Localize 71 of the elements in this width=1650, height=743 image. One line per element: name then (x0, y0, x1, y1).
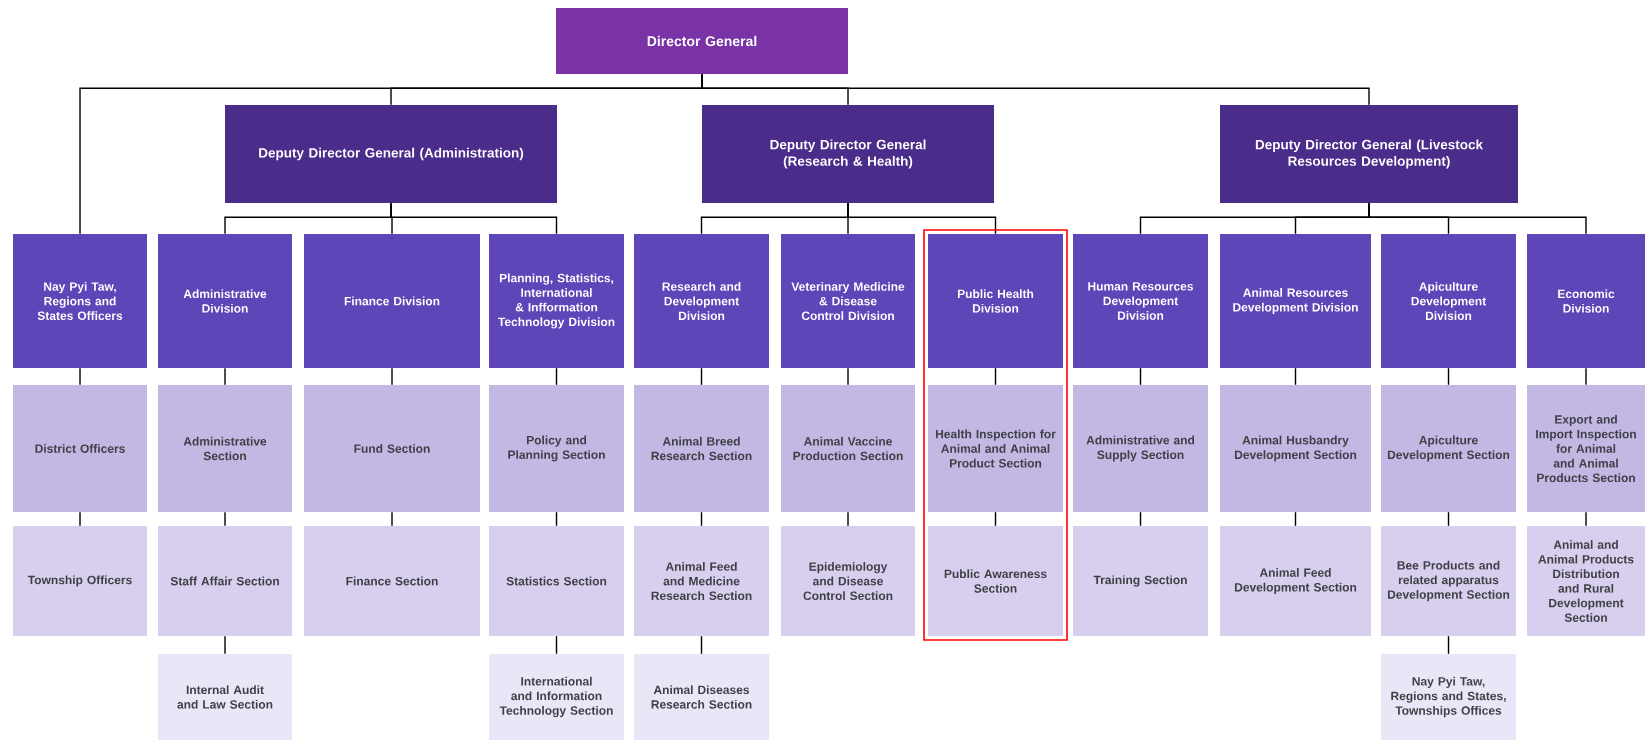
connector-line (79, 511, 81, 527)
connector-line (994, 511, 997, 527)
section-box: Animal Husbandry Development Section (1220, 385, 1371, 512)
section-box: Fund Section (304, 385, 480, 512)
section-box: Epidemiology and Disease Control Section (781, 526, 915, 636)
division-box: Economic Division (1527, 234, 1645, 368)
connector-line (847, 202, 997, 235)
section-box: Statistics Section (489, 526, 624, 636)
section-box: Animal and Animal Products Distribution and Rural Development Section (1527, 526, 1645, 636)
connector-line (79, 367, 81, 386)
connector-line (1294, 511, 1297, 527)
section-box: Apiculture Development Section (1381, 385, 1516, 512)
section-box: District Officers (13, 385, 147, 512)
section-box: Finance Section (304, 526, 480, 636)
connector-line (847, 367, 849, 386)
connector-line (1294, 367, 1297, 386)
section-box: Animal Feed Development Section (1220, 526, 1371, 636)
connector-line (1139, 367, 1142, 386)
connector-line (390, 202, 558, 235)
section-box: Training Section (1073, 526, 1208, 636)
deputy-box: Deputy Director General (Research & Health) (702, 105, 994, 203)
connector-line (701, 73, 1370, 106)
connector-line (1139, 511, 1142, 527)
connector-line (224, 511, 226, 527)
section-box: Public Awareness Section (928, 526, 1063, 636)
division-box: Apiculture Development Division (1381, 234, 1516, 368)
connector-line (847, 511, 849, 527)
section-box: Administrative and Supply Section (1073, 385, 1208, 512)
section-box: Animal Breed Research Section (634, 385, 769, 512)
deputy-box: Deputy Director General (Administration) (225, 105, 557, 203)
section-box: Staff Affair Section (158, 526, 292, 636)
connector-line (391, 367, 393, 386)
connector-line (1447, 635, 1450, 655)
connector-line (555, 511, 558, 527)
division-box: Public Health Division (928, 234, 1063, 368)
section-box: Nay Pyi Taw, Regions and States, Townships Offices (1381, 654, 1516, 740)
division-box: Research and Development Division (634, 234, 769, 368)
connector-line (555, 635, 558, 655)
connector-line (700, 367, 703, 386)
connector-line (1585, 367, 1587, 386)
connector-line (224, 367, 226, 386)
connector-line (994, 367, 997, 386)
connector-line (555, 367, 558, 386)
section-box: Administrative Section (158, 385, 292, 512)
section-box: International and Information Technology Section (489, 654, 624, 740)
division-box: Veterinary Medicine & Disease Control Division (781, 234, 915, 368)
division-box: Nay Pyi Taw, Regions and States Officers (13, 234, 147, 368)
connector-line (1368, 202, 1587, 235)
connector-line (700, 511, 703, 527)
division-box: Human Resources Development Division (1073, 234, 1208, 368)
connector-line (1447, 367, 1450, 386)
section-box: Policy and Planning Section (489, 385, 624, 512)
connector-line (1585, 511, 1587, 527)
section-box: Export and Import Inspection for Animal and Animal Products Section (1527, 385, 1645, 512)
division-box: Planning, Statistics, International & Infformation Technology Division (489, 234, 624, 368)
deputy-box: Deputy Director General (Livestock Resources Development) (1220, 105, 1518, 203)
section-box: Animal Diseases Research Section (634, 654, 769, 740)
connector-line (700, 635, 703, 655)
connector-line (1447, 511, 1450, 527)
section-box: Health Inspection for Animal and Animal Product Section (928, 385, 1063, 512)
section-box: Animal Feed and Medicine Research Section (634, 526, 769, 636)
connector-line (224, 635, 226, 655)
director-box: Director General (556, 8, 848, 74)
section-box: Township Officers (13, 526, 147, 636)
section-box: Animal Vaccine Production Section (781, 385, 915, 512)
division-box: Animal Resources Development Division (1220, 234, 1371, 368)
division-box: Administrative Division (158, 234, 292, 368)
connector-line (391, 511, 393, 527)
section-box: Bee Products and related apparatus Development Section (1381, 526, 1516, 636)
division-box: Finance Division (304, 234, 480, 368)
section-box: Internal Audit and Law Section (158, 654, 292, 740)
